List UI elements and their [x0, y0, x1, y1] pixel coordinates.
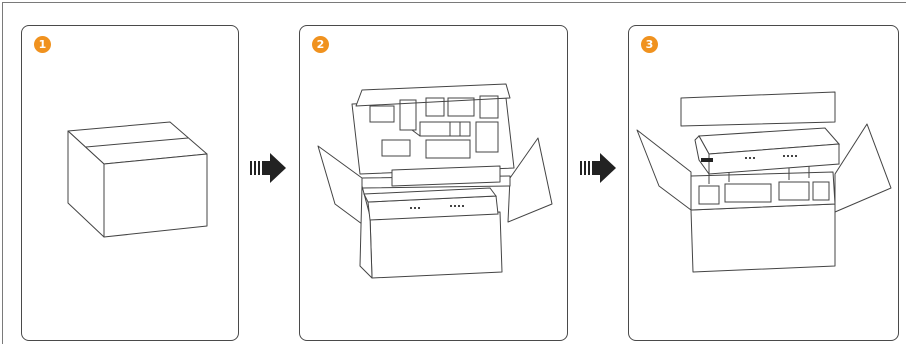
open-box-foam-tray-icon — [300, 26, 569, 342]
step-1-panel: 1 — [21, 25, 239, 341]
step-3-panel: 3 — [628, 25, 899, 341]
closed-box-icon — [22, 26, 240, 342]
step-2-panel: 2 — [299, 25, 568, 341]
next-step-arrow-icon — [248, 150, 288, 186]
device-in-box-icon — [629, 26, 900, 342]
next-step-arrow-icon — [578, 150, 618, 186]
